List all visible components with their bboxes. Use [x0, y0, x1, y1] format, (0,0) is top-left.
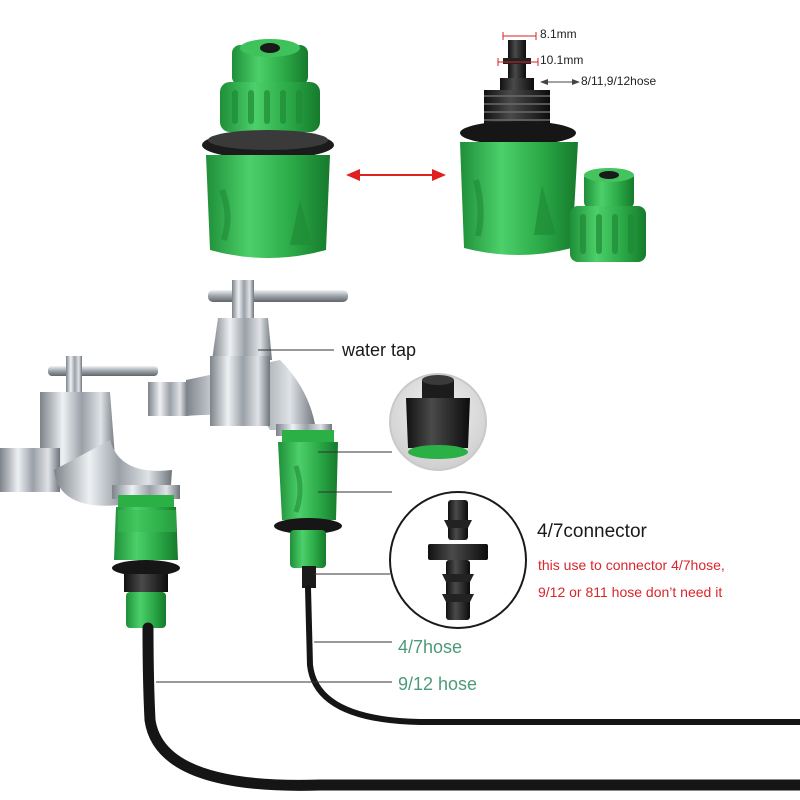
label-connector-note-1: this use to connector 4/7hose,	[538, 557, 725, 573]
water-tap-right	[148, 280, 348, 588]
label-hose-4-7: 4/7hose	[398, 637, 463, 657]
dimension-markers	[497, 32, 539, 66]
connector-inset	[389, 491, 527, 629]
leader-lines	[156, 349, 392, 683]
adapter-inset	[389, 373, 487, 471]
label-hose-9-12: 9/12 hose	[398, 674, 478, 694]
label-connector-title: 4/7connector	[537, 521, 647, 542]
hose-4-7	[305, 585, 800, 725]
water-tap-left	[0, 356, 180, 628]
double-arrow-icon	[346, 169, 446, 181]
dimension-8-1mm: 8.1mm	[540, 27, 577, 41]
label-connector-note-2: 9/12 or 811 hose don’t need it	[538, 584, 723, 600]
dimension-hose-size: 8/11,9/12hose	[581, 74, 657, 88]
hose-9-12	[142, 622, 800, 791]
quick-connector-parts	[460, 40, 646, 262]
quick-connector-assembled	[202, 39, 334, 258]
pointer-arrow-icon	[540, 79, 580, 85]
dimension-10-1mm: 10.1mm	[540, 53, 584, 67]
label-water-tap: water tap	[342, 340, 417, 360]
